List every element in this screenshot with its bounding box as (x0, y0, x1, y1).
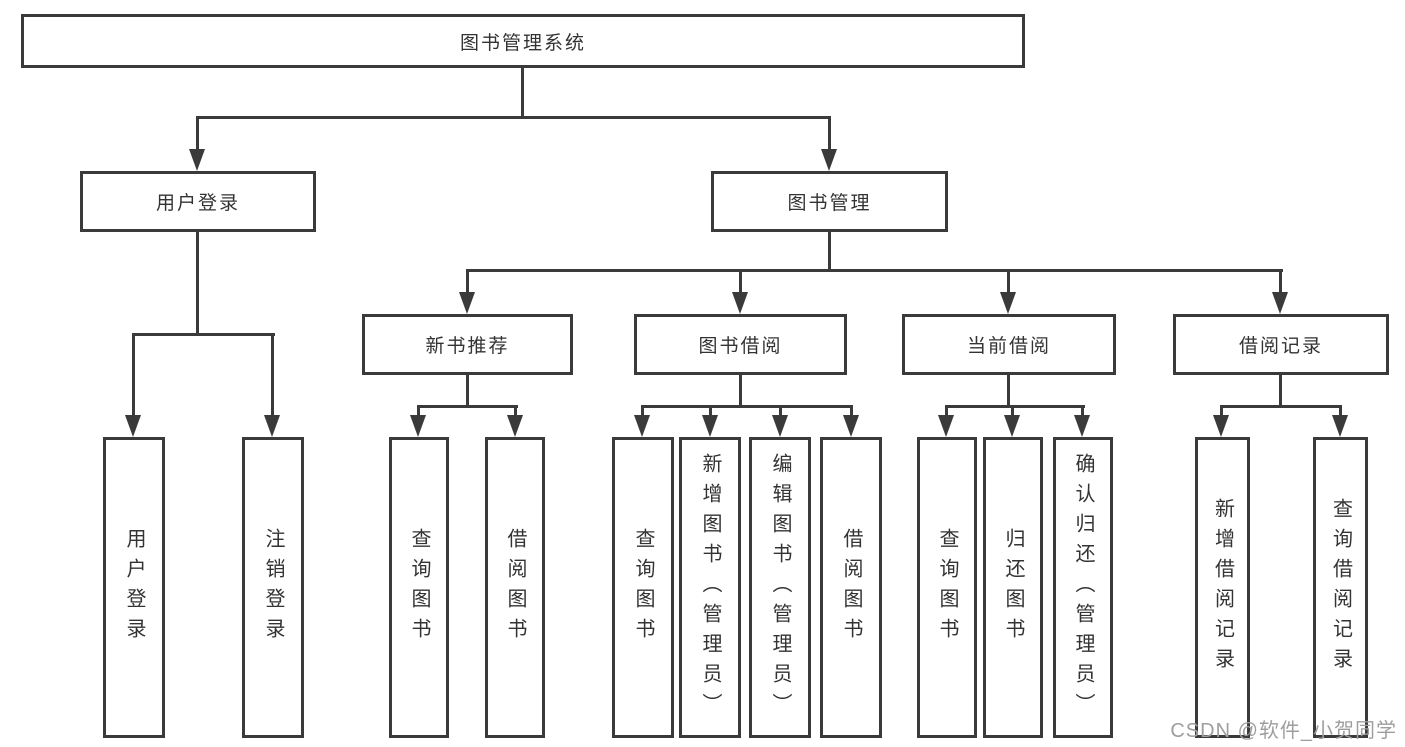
node-borrow-records-label: 借阅记录 (1238, 336, 1323, 357)
connector-line (466, 269, 1283, 272)
leaf-bb-query-books-label: 查询图书 (632, 527, 654, 648)
leaf-nb-borrow-books-label: 借阅图书 (504, 527, 526, 648)
node-current-borrow: 当前借阅 (902, 314, 1116, 375)
leaf-cb-query-books-label: 查询图书 (936, 527, 958, 648)
leaf-bb-add-books-admin-label: 新增图书（管理员） (699, 452, 721, 723)
connector-line (945, 405, 948, 417)
connector-line (514, 405, 517, 417)
node-root-label: 图书管理系统 (459, 32, 586, 54)
arrowhead-down-icon (459, 292, 475, 314)
leaf-bb-borrow-books-label: 借阅图书 (840, 527, 862, 648)
node-root: 图书管理系统 (21, 14, 1025, 68)
node-book-management-label: 图书管理 (787, 193, 872, 214)
arrowhead-down-icon (410, 415, 426, 437)
connector-line (739, 269, 742, 294)
arrowhead-down-icon (1000, 292, 1016, 314)
connector-line (1279, 375, 1282, 408)
connector-line (132, 333, 275, 336)
leaf-cb-query-books: 查询图书 (917, 437, 977, 738)
arrowhead-down-icon (1004, 415, 1020, 437)
connector-line (196, 232, 199, 336)
arrowhead-down-icon (732, 292, 748, 314)
connector-line (709, 405, 712, 417)
connector-line (828, 232, 831, 272)
connector-line (132, 333, 135, 417)
node-new-book-recommend-label: 新书推荐 (425, 336, 510, 357)
leaf-logout: 注销登录 (242, 437, 304, 738)
leaf-cb-return-books-label: 归还图书 (1002, 527, 1024, 648)
connector-line (779, 405, 782, 417)
connector-line (850, 405, 853, 417)
leaf-br-add-record-label: 新增借阅记录 (1211, 497, 1234, 678)
arrowhead-down-icon (125, 415, 141, 437)
leaf-logout-label: 注销登录 (262, 527, 284, 648)
leaf-br-add-record: 新增借阅记录 (1195, 437, 1250, 738)
arrowhead-down-icon (1272, 292, 1288, 314)
leaf-user-login: 用户登录 (103, 437, 165, 738)
arrowhead-down-icon (634, 415, 650, 437)
node-book-borrow: 图书借阅 (634, 314, 847, 375)
leaf-cb-confirm-return-admin-label: 确认归还（管理员） (1072, 452, 1094, 723)
connector-line (1279, 269, 1282, 294)
arrowhead-down-icon (772, 415, 788, 437)
arrowhead-down-icon (264, 415, 280, 437)
leaf-bb-query-books: 查询图书 (612, 437, 674, 738)
leaf-cb-confirm-return-admin: 确认归还（管理员） (1053, 437, 1113, 738)
arrowhead-down-icon (821, 149, 837, 171)
connector-line (641, 405, 852, 408)
arrowhead-down-icon (938, 415, 954, 437)
node-user-login: 用户登录 (80, 171, 316, 232)
leaf-bb-edit-books-admin: 编辑图书（管理员） (749, 437, 811, 738)
node-book-management: 图书管理 (711, 171, 948, 232)
connector-line (739, 375, 742, 408)
connector-line (945, 405, 1085, 408)
arrowhead-down-icon (1213, 415, 1229, 437)
leaf-br-query-record-label: 查询借阅记录 (1329, 497, 1352, 678)
leaf-bb-borrow-books: 借阅图书 (820, 437, 882, 738)
connector-line (466, 269, 469, 294)
connector-line (1339, 405, 1342, 417)
connector-line (1220, 405, 1223, 417)
arrowhead-down-icon (702, 415, 718, 437)
leaf-nb-borrow-books: 借阅图书 (485, 437, 545, 738)
leaf-bb-edit-books-admin-label: 编辑图书（管理员） (769, 452, 791, 723)
connector-line (521, 66, 524, 118)
node-borrow-records: 借阅记录 (1173, 314, 1389, 375)
connector-line (1220, 405, 1342, 408)
node-new-book-recommend: 新书推荐 (362, 314, 573, 375)
connector-line (196, 116, 831, 119)
arrowhead-down-icon (507, 415, 523, 437)
leaf-br-query-record: 查询借阅记录 (1313, 437, 1368, 738)
leaf-user-login-label: 用户登录 (123, 527, 145, 648)
connector-line (1081, 405, 1084, 417)
leaf-nb-query-books-label: 查询图书 (408, 527, 430, 648)
connector-line (196, 116, 199, 152)
leaf-cb-return-books: 归还图书 (983, 437, 1043, 738)
node-user-login-label: 用户登录 (155, 193, 240, 214)
connector-line (1011, 405, 1014, 417)
connector-line (417, 405, 420, 417)
arrowhead-down-icon (843, 415, 859, 437)
node-book-borrow-label: 图书借阅 (698, 336, 783, 357)
leaf-nb-query-books: 查询图书 (389, 437, 449, 738)
arrowhead-down-icon (1074, 415, 1090, 437)
arrowhead-down-icon (1332, 415, 1348, 437)
connector-line (1007, 375, 1010, 408)
connector-line (641, 405, 644, 417)
connector-line (271, 333, 274, 417)
csdn-watermark: CSDN @软件_小贺同学 (1170, 720, 1397, 742)
connector-line (417, 405, 518, 408)
connector-line (828, 116, 831, 152)
connector-line (466, 375, 469, 408)
node-current-borrow-label: 当前借阅 (966, 336, 1051, 357)
leaf-bb-add-books-admin: 新增图书（管理员） (679, 437, 741, 738)
connector-line (1007, 269, 1010, 294)
arrowhead-down-icon (189, 149, 205, 171)
